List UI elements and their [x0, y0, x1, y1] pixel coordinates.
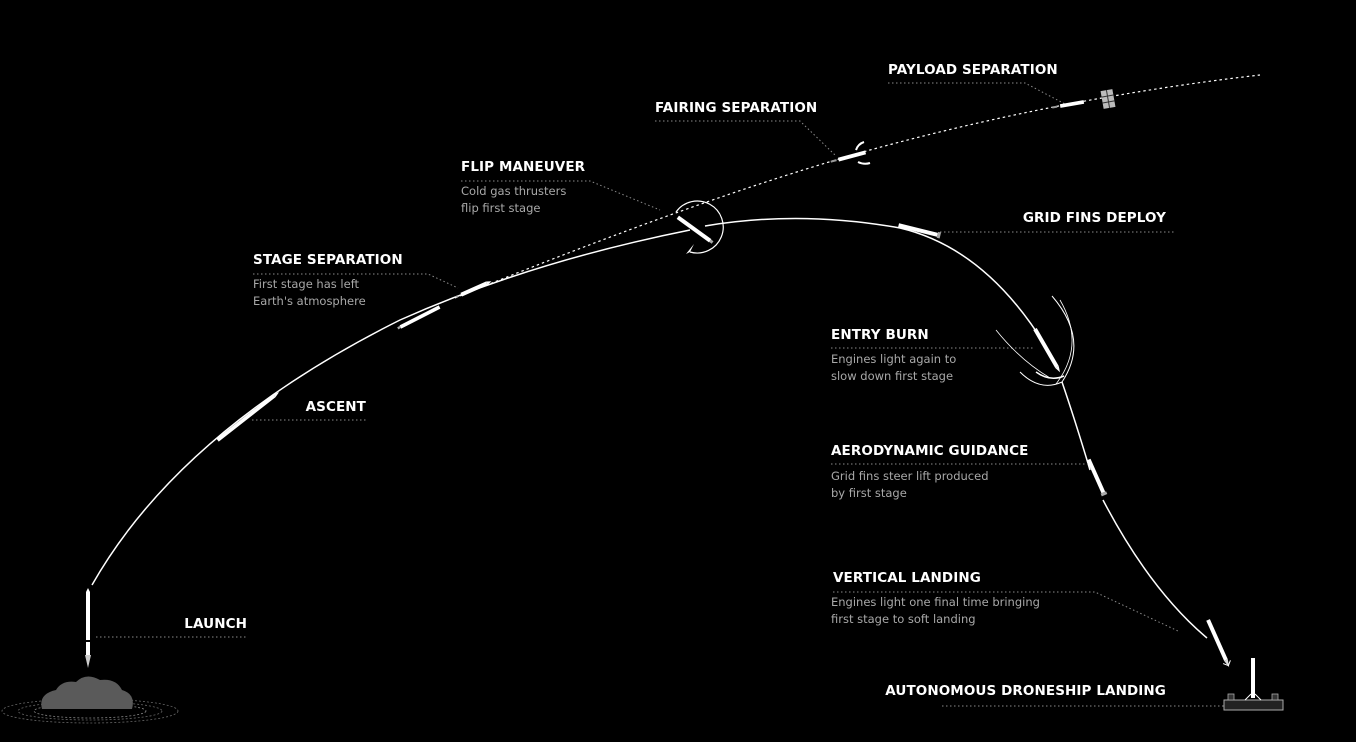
- stage-separation-title: STAGE SEPARATION: [253, 252, 403, 268]
- vertical-landing-desc: Engines light one final time bringing fi…: [831, 594, 1040, 627]
- aero-guidance-label: AERODYNAMIC GUIDANCE Grid fins steer lif…: [831, 443, 1029, 501]
- stage-sep-second-stage-icon: [455, 281, 492, 299]
- label-launch: LAUNCH: [184, 616, 247, 632]
- final-descent-trajectory: [1102, 499, 1208, 639]
- vertical-landing-desc-line: first stage to soft landing: [831, 611, 976, 626]
- leader-payload-separation: [888, 82, 1066, 105]
- payload-satellite-icon: [1052, 89, 1116, 109]
- aero-guidance-desc: Grid fins steer lift produced by first s…: [831, 468, 1029, 501]
- aero-guidance-title: AERODYNAMIC GUIDANCE: [831, 443, 1029, 459]
- boostback-trajectory: [704, 217, 1046, 346]
- entry-burn-label: ENTRY BURN Engines light again to slow d…: [831, 327, 956, 384]
- entry-burn-desc-line: Engines light again to: [831, 352, 957, 366]
- stage-separation-desc-line: Earth's atmosphere: [253, 293, 366, 308]
- label-payload-separation: PAYLOAD SEPARATION: [888, 62, 1058, 78]
- aero-guidance-desc-line: by first stage: [831, 485, 907, 500]
- entry-burn-desc-line: slow down first stage: [831, 368, 954, 383]
- vertical-landing-rocket-icon: [1206, 619, 1231, 668]
- entry-burn-icon: [995, 295, 1075, 386]
- flip-maneuver-label: FLIP MANEUVER Cold gas thrusters flip fi…: [461, 159, 585, 216]
- aero-guidance-desc-line: Grid fins steer lift produced: [831, 469, 989, 483]
- vertical-landing-label: VERTICAL LANDING Engines light one final…: [831, 570, 1040, 627]
- flip-maneuver-desc-line: Cold gas thrusters: [461, 184, 567, 198]
- entry-burn-title: ENTRY BURN: [831, 327, 929, 343]
- second-stage-trajectory: [454, 74, 1261, 299]
- flip-maneuver-desc: Cold gas thrusters flip first stage: [461, 183, 585, 216]
- stage-separation-desc: First stage has left Earth's atmosphere: [253, 276, 403, 309]
- flip-maneuver-desc-line: flip first stage: [461, 200, 541, 215]
- fairing-separation-icon: [830, 141, 871, 165]
- label-droneship-landing: AUTONOMOUS DRONESHIP LANDING: [885, 683, 1166, 699]
- stage-sep-first-stage-icon: [397, 305, 441, 330]
- launch-rocket-icon: [85, 588, 91, 668]
- entry-burn-desc: Engines light again to slow down first s…: [831, 351, 956, 384]
- label-fairing-separation: FAIRING SEPARATION: [655, 100, 818, 116]
- stage-separation-desc-line: First stage has left: [253, 277, 360, 291]
- leader-stage-separation: [253, 273, 459, 289]
- aero-guidance-rocket-icon: [1086, 458, 1108, 497]
- vertical-landing-title: VERTICAL LANDING: [833, 570, 981, 586]
- flip-maneuver-title: FLIP MANEUVER: [461, 159, 586, 175]
- descent-trajectory: [1061, 381, 1091, 471]
- leader-fairing-separation: [655, 120, 836, 156]
- launch-pad-icon: [1, 676, 179, 724]
- flip-maneuver-icon: [675, 200, 724, 254]
- leader-flip-maneuver: [461, 180, 661, 211]
- ascent-trajectory: [91, 229, 691, 586]
- stage-separation-label: STAGE SEPARATION First stage has left Ea…: [253, 252, 403, 309]
- label-grid-fins-deploy: GRID FINS DEPLOY: [1022, 210, 1166, 226]
- vertical-landing-desc-line: Engines light one final time bringing: [831, 595, 1040, 609]
- droneship-icon: [1223, 658, 1284, 711]
- grid-fins-rocket-icon: [898, 223, 942, 239]
- ascent-rocket-icon: [216, 392, 280, 442]
- label-ascent: ASCENT: [305, 399, 366, 415]
